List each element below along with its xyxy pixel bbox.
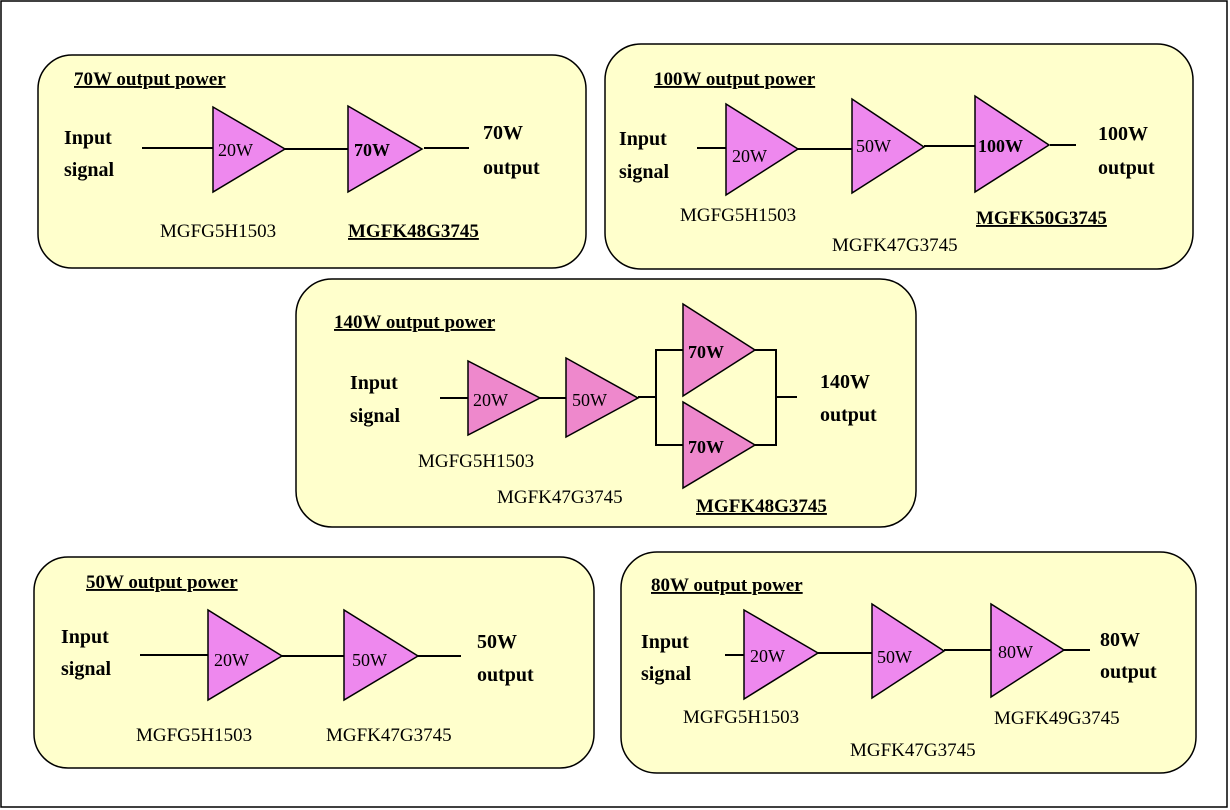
amplifier-stage [990, 602, 1066, 699]
amplifier-stage [565, 356, 640, 439]
input-label: signal [641, 663, 691, 685]
amplifier-stage [467, 359, 542, 437]
amplifier-stage [347, 104, 424, 194]
output-label: 50W [477, 631, 517, 653]
amp-rating: 20W [218, 140, 253, 160]
amplifier-stage [725, 102, 800, 197]
amp-rating: 20W [214, 650, 249, 670]
panel-140w: 140W output power Input signal 20W 50W 7… [295, 278, 917, 528]
output-label: output [483, 157, 540, 179]
input-label: Input [641, 631, 689, 653]
splitter-wire [655, 349, 683, 446]
input-label: Input [350, 372, 398, 394]
amp-rating: 50W [572, 390, 607, 410]
input-label: Input [619, 128, 667, 150]
part-number: MGFG5H1503 [683, 707, 799, 728]
amp-rating: 20W [473, 390, 508, 410]
part-number-highlight: MGFK50G3745 [976, 208, 1107, 229]
part-number: MGFK47G3745 [832, 235, 958, 256]
input-label: Input [64, 127, 112, 149]
part-number: MGFK47G3745 [326, 725, 452, 746]
panel-100w: 100W output power Input signal 20W 50W 1… [604, 43, 1194, 270]
amplifier-stage [974, 94, 1051, 194]
amp-rating: 50W [856, 136, 891, 156]
amp-rating: 20W [750, 646, 785, 666]
panel-title: 100W output power [654, 69, 816, 90]
panel-50w: 50W output power Input signal 20W 50W 50… [33, 556, 595, 769]
output-label: output [477, 664, 534, 686]
amplifier-stage [682, 302, 757, 398]
amplifier-stage [743, 608, 820, 701]
output-label: output [1100, 661, 1157, 683]
panel-50w-background [33, 556, 595, 769]
panel-70w-background [37, 54, 587, 269]
panel-title: 70W output power [74, 69, 226, 90]
amp-rating: 70W [688, 342, 724, 362]
output-label: 140W [820, 371, 870, 393]
panel-title: 80W output power [651, 575, 803, 596]
amplifier-stage [871, 602, 946, 700]
input-label: signal [61, 658, 111, 680]
part-number: MGFK47G3745 [497, 487, 623, 508]
amp-rating: 70W [688, 437, 724, 457]
input-label: Input [61, 626, 109, 648]
panel-title: 140W output power [334, 312, 496, 333]
amplifier-stage [682, 400, 757, 490]
input-label: signal [350, 405, 400, 427]
amp-rating: 50W [352, 650, 387, 670]
part-number: MGFG5H1503 [160, 221, 276, 242]
amp-rating: 20W [732, 146, 767, 166]
amp-rating: 80W [998, 642, 1033, 662]
part-number: MGFK47G3745 [850, 740, 976, 761]
amp-rating: 100W [978, 136, 1023, 156]
output-label: output [820, 404, 877, 426]
panel-70w: 70W output power Input signal 20W 70W 70… [37, 54, 587, 269]
amp-rating: 70W [354, 140, 390, 160]
part-number: MGFG5H1503 [418, 451, 534, 472]
output-label: 100W [1098, 123, 1148, 145]
amplifier-stage [207, 608, 284, 702]
part-number-highlight: MGFK48G3745 [348, 221, 479, 242]
output-label: 80W [1100, 629, 1140, 651]
part-number-highlight: MGFK48G3745 [696, 496, 827, 517]
amplifier-stage [212, 105, 287, 194]
output-label: 70W [483, 122, 523, 144]
panel-80w: 80W output power Input signal 20W 50W 80… [620, 551, 1197, 774]
input-label: signal [64, 159, 114, 181]
input-label: signal [619, 161, 669, 183]
amp-rating: 50W [877, 647, 912, 667]
output-label: output [1098, 157, 1155, 179]
amplifier-stage [851, 97, 926, 195]
part-number: MGFK49G3745 [994, 708, 1120, 729]
part-number: MGFG5H1503 [136, 725, 252, 746]
part-number: MGFG5H1503 [680, 205, 796, 226]
amplifier-stage [343, 608, 420, 702]
panel-title: 50W output power [86, 572, 238, 593]
